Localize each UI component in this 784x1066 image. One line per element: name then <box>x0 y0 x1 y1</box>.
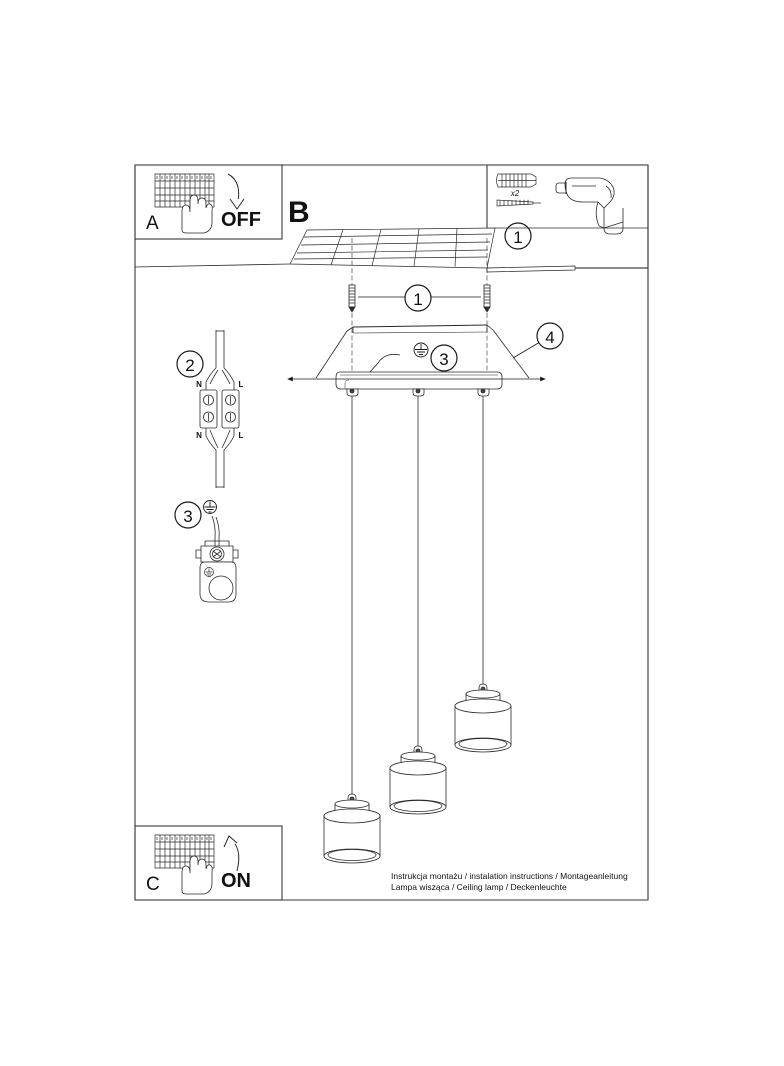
callout-3-earth-number: 3 <box>183 507 192 526</box>
callout-1-parts-number: 1 <box>513 228 522 247</box>
screw-icon <box>496 199 541 207</box>
callout-4-circle <box>536 322 564 350</box>
panel-power-on: C ON <box>134 825 283 901</box>
panel-parts: x2 1 <box>486 164 649 269</box>
panel-power-off: A OFF <box>134 164 283 240</box>
hand-icon <box>181 194 213 234</box>
cord-outlets <box>346 388 490 397</box>
wall-plug-icon <box>496 173 537 188</box>
ceiling-surface <box>134 227 648 273</box>
pendant-shade-right <box>454 683 512 753</box>
pendant-cords <box>351 396 484 800</box>
power-on-label: ON <box>221 870 251 892</box>
canopy-assembly <box>315 324 530 397</box>
drill-icon <box>555 177 624 235</box>
callout-3-canopy-circle <box>430 344 458 372</box>
earth-symbol-detail3 <box>203 500 217 514</box>
terminal-bottom-neutral-label: N <box>196 431 202 440</box>
terminal-top-live-label: L <box>239 380 244 389</box>
hand-icon-on <box>181 855 213 895</box>
panel-a-letter: A <box>146 213 159 234</box>
callout-2-number: 2 <box>185 356 194 375</box>
callout-1-parts-circle <box>504 222 532 250</box>
power-off-label: OFF <box>221 209 261 231</box>
footer-line-1: Instrukcja montażu / instalation instruc… <box>391 871 628 881</box>
pendant-shade-middle <box>389 745 447 815</box>
detail-earth-connection: 3 <box>174 500 239 603</box>
callout-4-number: 4 <box>545 328 554 347</box>
footer-line-2: Lampa wisząca / Ceiling lamp / Deckenleu… <box>391 882 567 892</box>
callout-2-circle <box>176 350 204 378</box>
panel-b-letter: B <box>288 196 310 229</box>
sheet-border <box>134 164 649 901</box>
wall-plug-quantity: x2 <box>510 189 520 198</box>
callout-1-ceiling-circle <box>404 284 432 312</box>
detail-terminal-block: 2 N L N L <box>176 330 244 488</box>
terminal-top-neutral-label: N <box>196 380 202 389</box>
callout-4-shade: 4 <box>512 322 564 359</box>
terminal-bottom-live-label: L <box>239 431 244 440</box>
pendant-shade-left <box>323 793 381 864</box>
arrow-down-icon <box>227 173 245 210</box>
callout-3-earth-circle <box>174 501 202 529</box>
panel-c-letter: C <box>146 874 160 895</box>
canopy-earth-detail: 3 <box>369 342 458 373</box>
ceiling-fixing-screws <box>348 238 491 378</box>
footer-text-block: Instrukcja montażu / instalation instruc… <box>391 871 628 892</box>
circuit-breaker-panel-icon <box>154 173 215 208</box>
callout-1-ceiling: 1 <box>358 284 481 312</box>
callout-3-canopy-number: 3 <box>439 350 448 369</box>
callout-1-ceiling-number: 1 <box>413 290 422 309</box>
protective-earth-symbol <box>413 342 429 358</box>
arrow-up-icon <box>223 835 240 872</box>
